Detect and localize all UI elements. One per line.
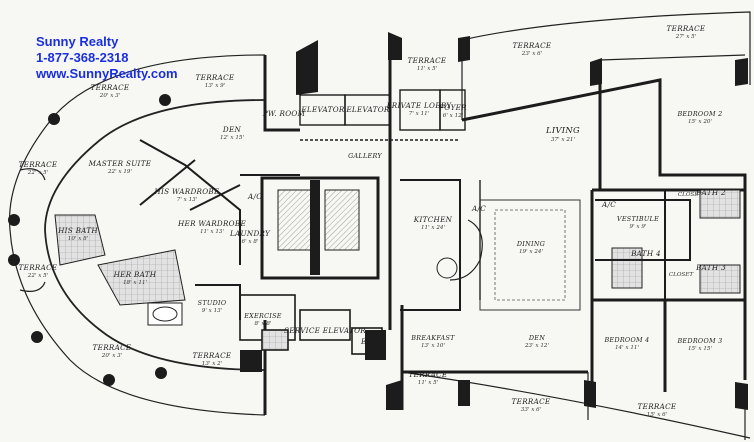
label-her-wardrobe: HER WARDROBE — [177, 219, 246, 228]
dims-terrace-bottom-mid: 11' x 5' — [418, 380, 438, 386]
brand-phone[interactable]: 1-877-368-2318 — [36, 50, 129, 65]
label-ac-1: A/C — [247, 192, 262, 201]
dims-private-lobby: 7' x 11' — [409, 111, 429, 117]
label-breakfast: BREAKFAST — [410, 334, 455, 342]
terrace-columns — [8, 94, 171, 386]
label-gallery: GALLERY — [348, 152, 382, 160]
label-terrace-top-left: TERRACE — [196, 73, 235, 82]
label-terrace-top-left2: TERRACE — [91, 83, 130, 92]
label-ac-3: A/C — [601, 200, 616, 209]
structural-columns — [240, 32, 748, 410]
label-terrace-top-mid: TERRACE — [408, 56, 447, 65]
label-bedroom-2: BEDROOM 2 — [676, 110, 722, 118]
label-pw-room: PW. ROOM — [262, 109, 306, 118]
dims-terrace-bottom-far-right: 15' x 6' — [647, 412, 667, 418]
dims-kitchen: 11' x 24' — [421, 225, 445, 231]
dims-foyer: 6' x 12' — [443, 113, 463, 119]
label-dining: DINING — [516, 240, 545, 248]
dims-exercise: 8' x 8' — [255, 321, 272, 327]
dining-rug — [494, 209, 566, 301]
dims-terrace-left-lower: 22' x 5' — [27, 273, 48, 279]
dims-terrace-top-far-right: 27' x 5' — [675, 34, 696, 40]
west-terrace-outline — [8, 54, 266, 416]
elevator-core — [299, 89, 466, 141]
dims-terrace-top-left2: 20' x 3' — [99, 93, 120, 99]
dims-terrace-bottom-left2: 13' x 2' — [202, 361, 222, 367]
dims-terrace-top-mid: 11' x 5' — [417, 66, 437, 72]
label-studio: STUDIO — [198, 299, 227, 307]
dims-breakfast: 13' x 10' — [421, 343, 445, 349]
dims-terrace-bottom-right: 33' x 6' — [521, 407, 541, 413]
label-bedroom-4: BEDROOM 4 — [603, 336, 649, 344]
brand-name: Sunny Realty — [36, 34, 119, 49]
dims-studio: 9' x 13' — [202, 308, 222, 314]
label-vestibule: VESTIBULE — [617, 215, 659, 223]
dims-vestibule: 9' x 9' — [630, 224, 647, 230]
dims-her-bath: 18' x 11' — [123, 280, 147, 286]
label-living: LIVING — [545, 125, 580, 135]
label-laundry: LAUNDRY — [229, 229, 271, 238]
bath-floors — [54, 189, 741, 326]
label-terrace-bottom-right: TERRACE — [512, 397, 551, 406]
label-elevator-2: ELEVATOR — [345, 105, 390, 114]
label-den-lower: DEN — [528, 334, 545, 342]
label-closet-1: CLOSET — [678, 192, 703, 198]
label-terrace-bottom-mid: TERRACE — [409, 370, 448, 379]
label-bedroom-3: BEDROOM 3 — [676, 337, 722, 345]
label-elevator-1: ELEVATOR — [300, 105, 345, 114]
kitchen-table — [436, 257, 458, 279]
label-terrace-top-right: TERRACE — [513, 41, 552, 50]
dims-den-upper: 12' x 15' — [220, 135, 244, 141]
dims-den-lower: 23' x 12' — [524, 343, 549, 349]
label-bath-2: BATH 2 — [695, 188, 726, 197]
dims-terrace-top-left: 13' x 9' — [205, 83, 225, 89]
label-service-elevator: SERVICE ELEVATOR — [284, 326, 366, 335]
room-labels: TERRACE 13' x 9' TERRACE 20' x 3' TERRAC… — [19, 24, 726, 418]
dims-terrace-left-upper: 22' x 5' — [27, 170, 48, 176]
label-kitchen: KITCHEN — [413, 215, 453, 224]
dims-master-suite: 22' x 19' — [107, 169, 132, 175]
label-exercise: EXERCISE — [243, 312, 282, 320]
dims-bedroom-3: 15' x 15' — [688, 346, 712, 352]
east-terrace-outline — [401, 11, 751, 440]
label-terrace-left-upper: TERRACE — [19, 160, 58, 169]
dims-bedroom-2: 15' x 20' — [688, 119, 712, 125]
label-terrace-bottom-left: TERRACE — [93, 343, 132, 352]
service-core — [239, 294, 383, 355]
label-her-bath: HER BATH — [113, 270, 157, 279]
label-ac-2: A/C — [471, 204, 486, 213]
label-elec: ELEC — [360, 337, 383, 346]
label-foyer: FOYER — [438, 103, 467, 112]
dims-terrace-bottom-left: 20' x 3' — [101, 353, 122, 359]
dims-terrace-top-right: 23' x 6' — [521, 51, 542, 57]
dims-living: 37' x 21' — [551, 137, 575, 143]
dims-bedroom-4: 14' x 11' — [615, 345, 639, 351]
label-terrace-bottom-left2: TERRACE — [193, 351, 232, 360]
dims-laundry: 6' x 8' — [242, 239, 259, 245]
label-terrace-top-far-right: TERRACE — [667, 24, 706, 33]
brand-watermark: Sunny Realty 1-877-368-2318 www.SunnyRea… — [36, 34, 178, 82]
label-private-lobby: PRIVATE LOBBY — [386, 101, 453, 110]
dims-her-wardrobe: 11' x 13' — [200, 229, 224, 235]
label-his-wardrobe: HIS WARDROBE — [153, 187, 220, 196]
label-closet-2: CLOSET — [669, 272, 694, 278]
label-master-suite: MASTER SUITE — [88, 159, 152, 168]
label-terrace-left-lower: TERRACE — [19, 263, 58, 272]
kitchen-island — [449, 219, 483, 281]
interior-walls — [139, 139, 691, 320]
dims-his-wardrobe: 7' x 13' — [177, 197, 197, 203]
stair-core — [260, 176, 380, 280]
label-den-upper: DEN — [222, 125, 242, 134]
label-bath-3: BATH 3 — [695, 263, 726, 272]
label-bath-4: BATH 4 — [630, 249, 661, 258]
label-his-bath: HIS BATH — [57, 226, 98, 235]
brand-website[interactable]: www.SunnyRealty.com — [36, 66, 178, 81]
dims-dining: 19' x 24' — [519, 249, 543, 255]
label-terrace-bottom-far-right: TERRACE — [638, 402, 677, 411]
dims-his-bath: 10' x 8' — [68, 236, 88, 242]
